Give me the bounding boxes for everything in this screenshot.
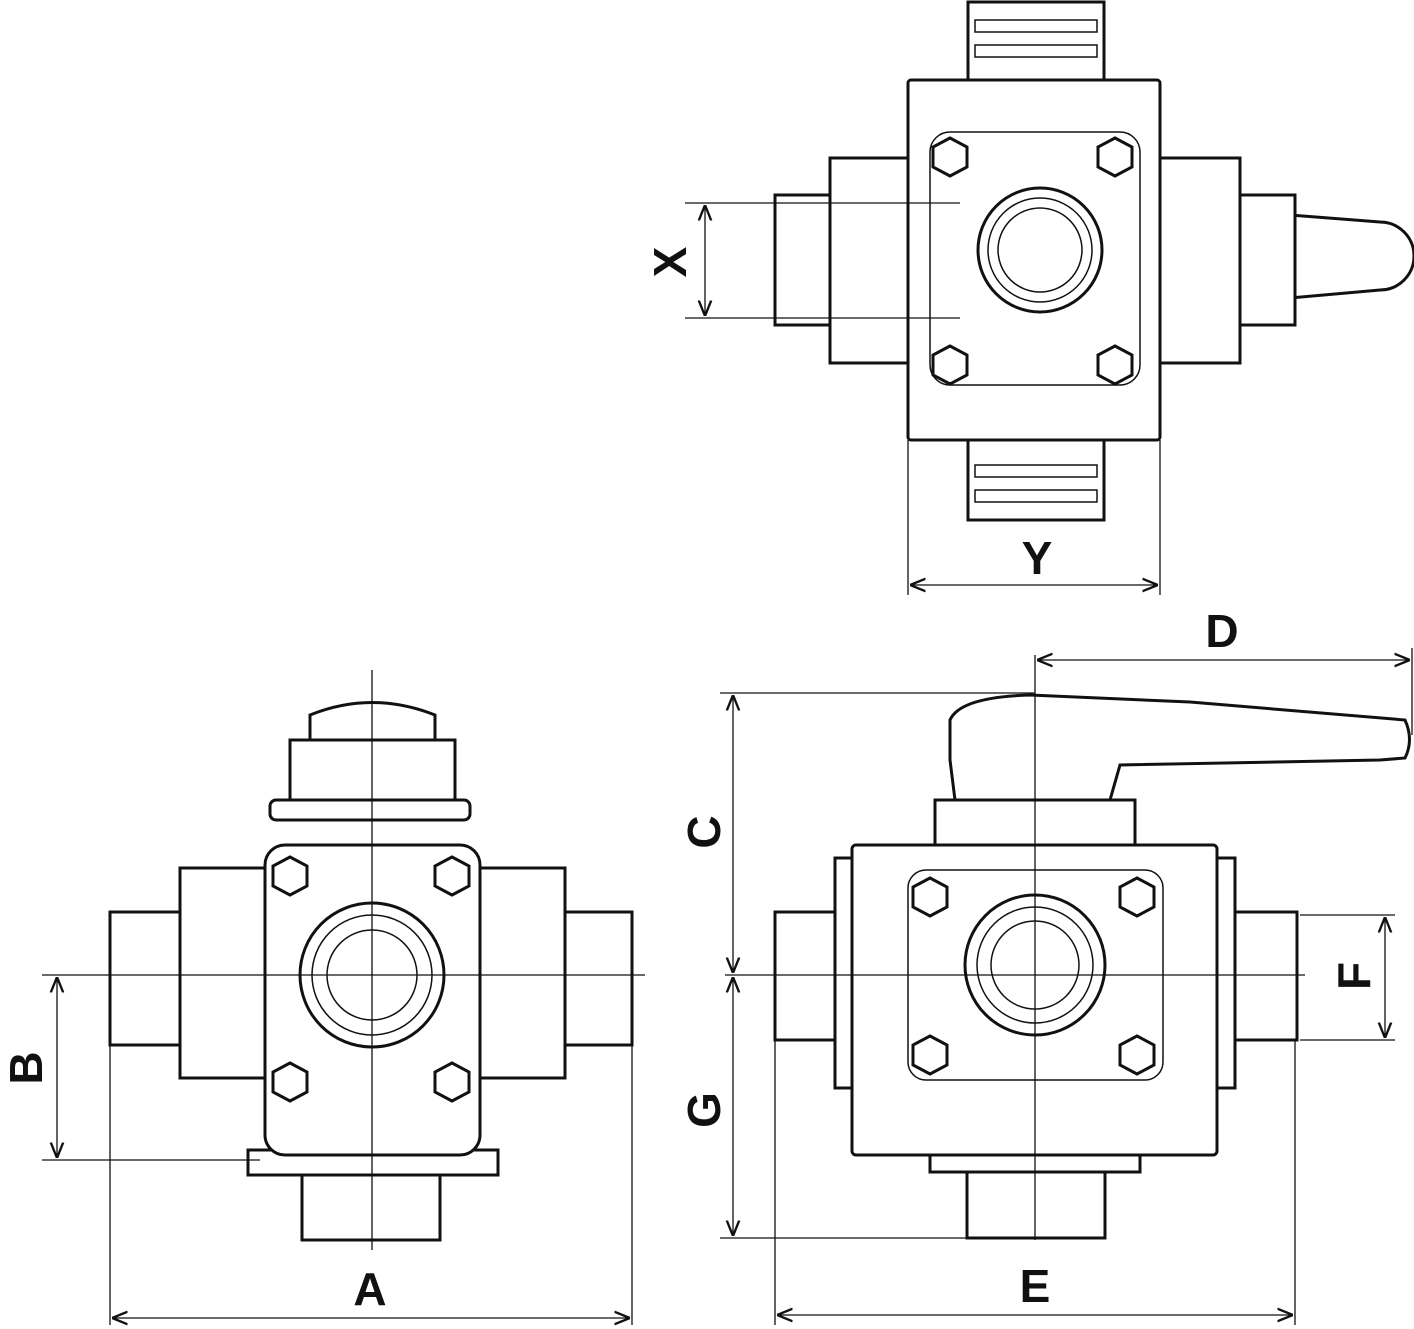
- dimension-label-d: D: [1205, 605, 1238, 657]
- dimension-label-b: B: [0, 1051, 52, 1084]
- dimension-label-x: X: [644, 246, 696, 277]
- bolt-icon: [911, 1034, 949, 1076]
- dimension-label-y: Y: [1022, 532, 1053, 584]
- dimension-label-g: G: [678, 1092, 730, 1128]
- bolt-icon: [1096, 344, 1134, 386]
- side-view: C G D E F: [678, 605, 1413, 1325]
- front-view: B A: [0, 670, 645, 1325]
- bolt-icon: [433, 855, 471, 897]
- top-view: X Y: [644, 0, 1414, 595]
- dimension-label-f: F: [1328, 962, 1380, 990]
- bolt-icon: [271, 855, 309, 897]
- bolt-icon: [1118, 1034, 1156, 1076]
- bolt-icon: [271, 1061, 309, 1103]
- bolt-icon: [931, 344, 969, 386]
- bolt-icon: [911, 876, 949, 918]
- dimension-label-c: C: [678, 815, 730, 848]
- dimension-label-a: A: [353, 1263, 386, 1315]
- bolt-icon: [931, 136, 969, 178]
- bolt-icon: [1118, 876, 1156, 918]
- dimension-label-e: E: [1020, 1260, 1051, 1312]
- bolt-icon: [433, 1061, 471, 1103]
- bolt-icon: [1096, 136, 1134, 178]
